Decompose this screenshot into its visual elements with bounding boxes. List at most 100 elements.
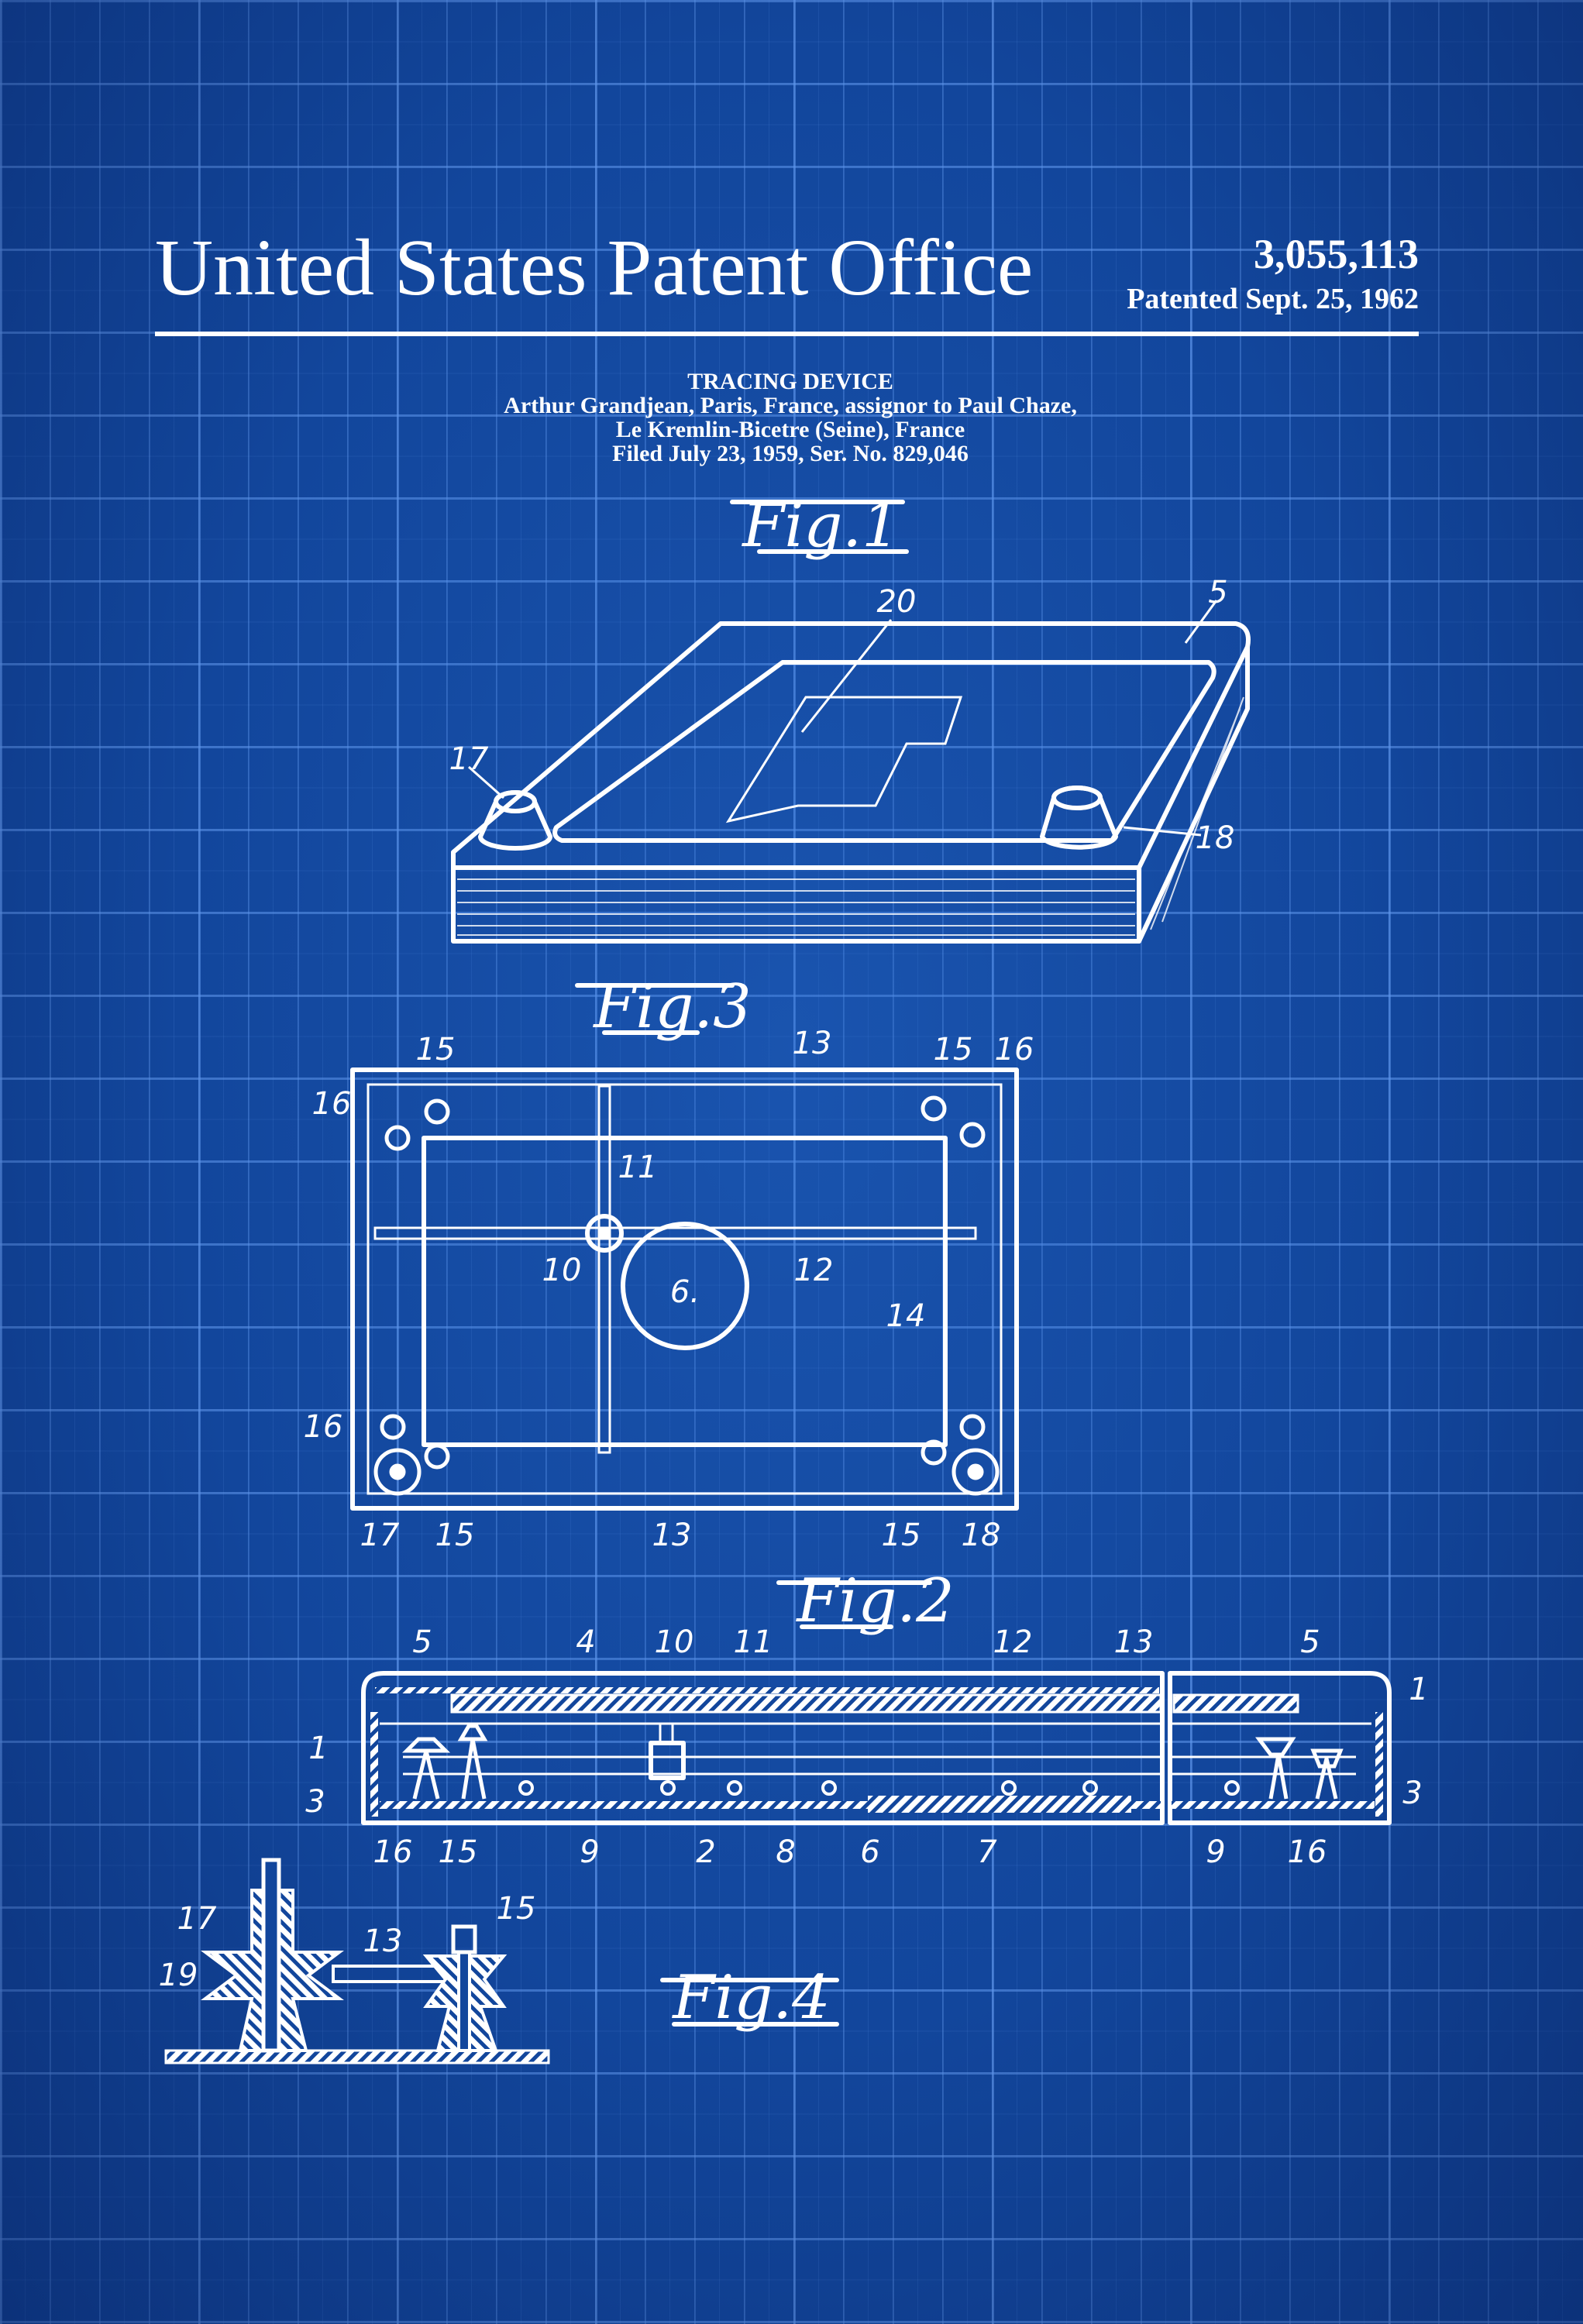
fig1-knob-18-top xyxy=(1051,786,1103,810)
fig1-drawn-figure xyxy=(725,696,963,823)
fig2-reference-numeral: 10 xyxy=(655,1624,694,1660)
fig2-reference-numeral: 4 xyxy=(576,1624,595,1660)
fig1-frame-top xyxy=(451,621,1251,870)
figure-4: Fig.4 17 19 13 15 xyxy=(159,1858,839,2064)
fig1-screen xyxy=(552,660,1217,843)
fig3-outer-frame xyxy=(350,1067,1019,1511)
fig3-inner-frame xyxy=(366,1083,1003,1495)
fig2-reference-numeral: 12 xyxy=(993,1624,1033,1660)
fig2-balls-9 xyxy=(518,1780,1240,1796)
fig3-reference-numeral: 16 xyxy=(304,1409,343,1445)
fig2-reference-numeral: 7 xyxy=(977,1834,997,1870)
fig2-stylus-10 xyxy=(649,1741,686,1780)
header-rule xyxy=(155,332,1419,336)
fig1-leader-5 xyxy=(1184,600,1218,644)
office-title: United States Patent Office xyxy=(155,223,1033,312)
fig4-pulley-15-cap xyxy=(451,1924,477,1954)
location-line: Le Kremlin-Bicetre (Seine), France xyxy=(616,417,965,442)
fig3-reference-numeral: 16 xyxy=(995,1032,1034,1067)
fig2-reference-numeral: 1 xyxy=(308,1731,328,1766)
fig2-reference-numeral: 15 xyxy=(439,1834,478,1870)
fig4-reference-numeral: 13 xyxy=(363,1923,403,1959)
fig3-stylus-10 xyxy=(585,1214,624,1253)
fig3-vertical-bar xyxy=(597,1085,611,1454)
fig3-reference-numeral: 16 xyxy=(312,1086,352,1122)
patent-number: 3,055,113 xyxy=(1254,231,1419,277)
fig2-reference-numeral: 3 xyxy=(1402,1776,1422,1811)
fig3-pulleys xyxy=(373,1095,1000,1496)
fig2-bottom-2 xyxy=(380,1801,1161,1809)
fig3-reference-numeral: 13 xyxy=(652,1518,692,1553)
figure-3: Fig.3 15 13 15 16 16 11 10 12 6. 14 16 17 15 13 15 18 xyxy=(304,972,1034,1553)
patented-date: Patented Sept. 25, 1962 xyxy=(1127,283,1419,315)
filed-line: Filed July 23, 1959, Ser. No. 829,046 xyxy=(612,441,969,466)
fig3-circle-6 xyxy=(621,1222,749,1350)
fig1-leader-18 xyxy=(1123,826,1202,837)
fig3-reference-numeral: 12 xyxy=(794,1253,834,1288)
fig2-top-wall xyxy=(375,1687,1159,1693)
fig4-caption: Fig.4 xyxy=(671,1963,830,2033)
fig1-leader-17 xyxy=(468,765,504,799)
fig4-pulley-15-axle xyxy=(457,1951,471,2052)
fig2-reference-numeral: 16 xyxy=(1288,1834,1327,1870)
fig4-cable-13 xyxy=(332,1965,451,1983)
fig2-reference-numeral: 6 xyxy=(860,1834,879,1870)
fig2-reference-numeral: 5 xyxy=(1300,1624,1320,1660)
fig3-reference-numeral: 13 xyxy=(793,1026,832,1061)
fig1-reference-numeral: 17 xyxy=(449,741,489,777)
fig3-cable-path xyxy=(422,1136,948,1447)
fig3-horizontal-bar xyxy=(373,1226,977,1240)
invention-title: TRACING DEVICE xyxy=(687,369,893,394)
fig4-reference-numeral: 17 xyxy=(177,1901,217,1937)
fig4-base-plate xyxy=(164,2049,550,2064)
fig3-reference-numeral: 14 xyxy=(886,1298,926,1334)
fig3-reference-numeral: 18 xyxy=(962,1518,1001,1553)
fig2-reference-numeral: 1 xyxy=(1409,1672,1428,1707)
fig1-caption: Fig.1 xyxy=(741,491,900,561)
fig2-reference-numeral: 2 xyxy=(696,1834,715,1870)
fig4-reference-numeral: 15 xyxy=(497,1891,536,1927)
fig2-reference-numeral: 11 xyxy=(734,1624,773,1660)
fig3-reference-numeral: 6. xyxy=(670,1274,700,1310)
fig1-knob-17-top xyxy=(494,790,537,813)
fig3-reference-numeral: 17 xyxy=(360,1518,400,1553)
fig1-reference-numeral: 18 xyxy=(1196,820,1235,856)
fig2-reference-numeral: 9 xyxy=(1206,1834,1225,1870)
fig4-reference-numeral: 19 xyxy=(159,1958,198,1993)
fig2-plate-7 xyxy=(868,1796,1131,1813)
fig3-caption: Fig.3 xyxy=(592,972,751,1042)
fig2-screen-4 xyxy=(450,1693,1162,1714)
fig2-left-wall xyxy=(370,1712,378,1817)
fig2-caption: Fig.2 xyxy=(795,1566,954,1636)
fig1-base xyxy=(451,645,1250,944)
figure-1: Fig.1 20 5 17 18 xyxy=(449,491,1251,944)
fig2-reference-numeral: 9 xyxy=(580,1834,599,1870)
fig3-reference-numeral: 15 xyxy=(882,1518,921,1553)
fig2-case-right xyxy=(1168,1671,1392,1825)
fig2-pulleys xyxy=(401,1724,1344,1800)
fig1-reference-numeral: 20 xyxy=(877,584,917,620)
fig3-reference-numeral: 15 xyxy=(416,1032,456,1067)
fig4-shaft xyxy=(261,1858,281,2053)
fig1-leader-20 xyxy=(800,619,893,733)
fig2-case-left xyxy=(361,1671,1165,1825)
fig2-bottom-right xyxy=(1172,1801,1375,1809)
fig3-reference-numeral: 10 xyxy=(542,1253,582,1288)
fig2-reference-numeral: 13 xyxy=(1114,1624,1154,1660)
fig2-reference-numeral: 3 xyxy=(305,1784,325,1820)
fig1-reference-numeral: 5 xyxy=(1208,575,1227,610)
fig3-reference-numeral: 15 xyxy=(435,1518,475,1553)
fig2-reference-numeral: 8 xyxy=(776,1834,795,1870)
fig3-reference-numeral: 15 xyxy=(934,1032,973,1067)
fig1-base-shading xyxy=(457,696,1244,936)
fig2-right-wall xyxy=(1375,1712,1383,1817)
inventor-line: Arthur Grandjean, Paris, France, assigno… xyxy=(504,393,1077,418)
fig2-reference-numeral: 16 xyxy=(373,1834,413,1870)
fig2-screen-4-right xyxy=(1172,1693,1299,1714)
fig2-reference-numeral: 5 xyxy=(412,1624,432,1660)
fig3-reference-numeral: 11 xyxy=(618,1150,658,1185)
fig2-stylus-stem xyxy=(659,1722,674,1745)
fig3-stylus-center xyxy=(598,1227,611,1239)
